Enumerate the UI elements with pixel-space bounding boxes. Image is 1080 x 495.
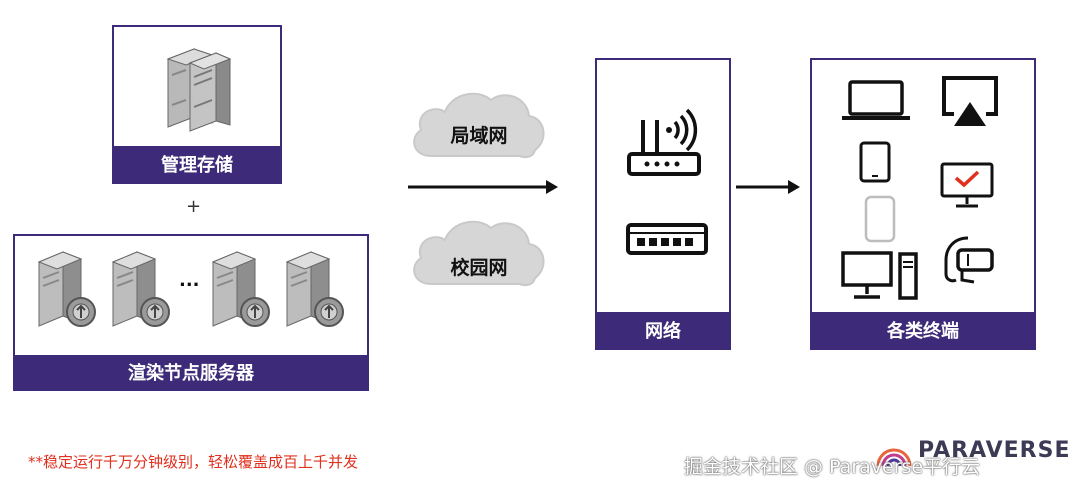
phone-icon (864, 195, 896, 243)
brand-name: PARAVERSE (918, 438, 1071, 463)
server-tower-icon (166, 48, 232, 132)
wifi-router-icon (627, 108, 701, 176)
terminals-box: 各类终端 (810, 58, 1036, 350)
paraverse-logo-icon (876, 448, 912, 467)
watermark: 掘金技术社区 @ Paraverse平行云 (684, 456, 981, 478)
render-nodes-label: 渲染节点服务器 (15, 355, 367, 389)
server-gear-icon (211, 251, 270, 327)
desktop-pc-icon (841, 251, 918, 300)
storage-label: 管理存储 (114, 146, 280, 182)
server-gear-icon (37, 251, 96, 327)
render-nodes-box: 渲染节点服务器 (13, 234, 369, 391)
network-label: 网络 (597, 312, 729, 348)
cloud-icon (413, 92, 545, 159)
campus-label: 校园网 (450, 257, 508, 279)
arrow-right-icon (736, 180, 800, 194)
laptop-icon (842, 80, 910, 120)
server-gear-icon (285, 251, 344, 327)
tablet-icon (859, 141, 891, 183)
storage-box: 管理存储 (112, 25, 282, 184)
footnote: **稳定运行千万分钟级别，轻松覆盖成百上千并发 (28, 453, 359, 471)
terminals-label: 各类终端 (812, 312, 1034, 348)
cloud-icon (413, 220, 545, 287)
monitor-check-icon (940, 162, 994, 208)
network-switch-icon (626, 223, 708, 255)
lan-label: 局域网 (450, 125, 508, 147)
network-box: 网络 (595, 58, 731, 350)
arrow-right-icon (408, 180, 558, 194)
server-gear-icon (111, 251, 170, 327)
plus-sign: + (186, 196, 202, 217)
vr-headset-icon (944, 236, 994, 284)
ellipsis: ... (179, 270, 200, 291)
airplay-icon (942, 76, 998, 126)
